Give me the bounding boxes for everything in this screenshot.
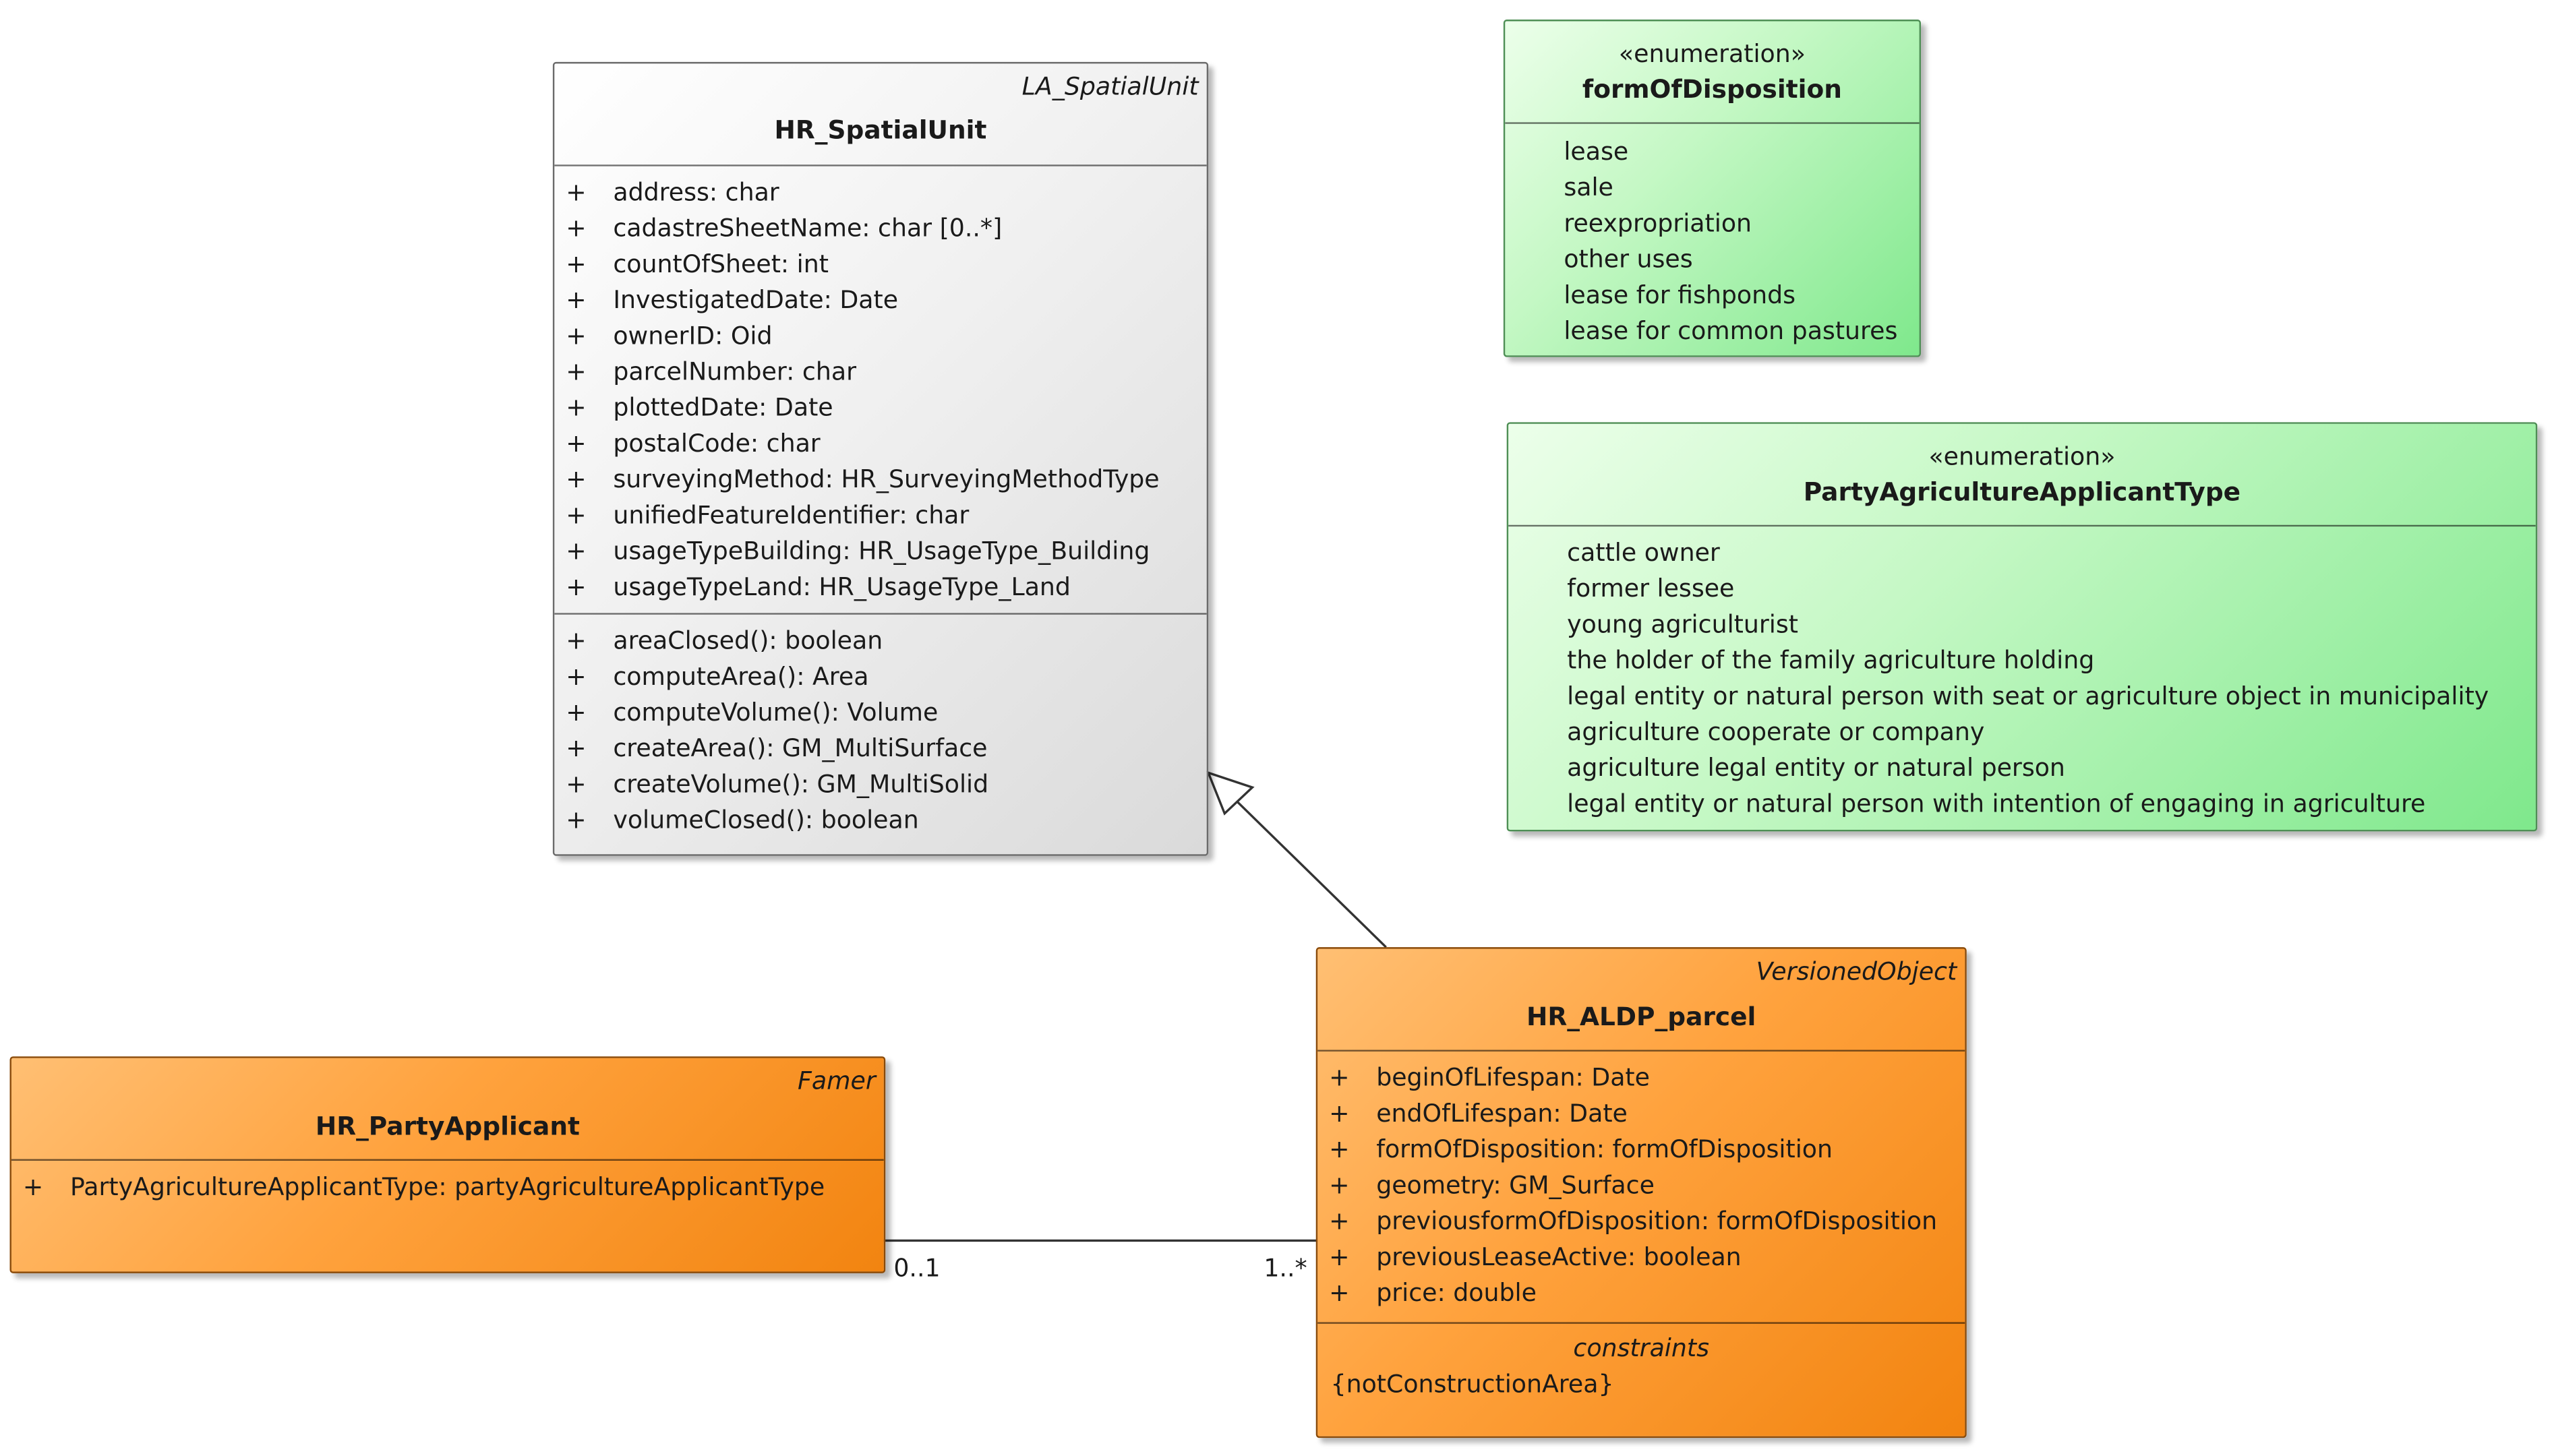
enum-literal[interactable]: sale	[1564, 173, 1613, 202]
enum-literal[interactable]: legal entity or natural person with inte…	[1567, 789, 2426, 819]
enum-literal[interactable]: former lessee	[1567, 574, 1735, 603]
enum-literal[interactable]: other uses	[1564, 244, 1693, 274]
enum-literal[interactable]: legal entity or natural person with seat…	[1567, 681, 2489, 711]
class-hr-partyapplicant[interactable]: Famer HR_PartyApplicant +PartyAgricultur…	[9, 1056, 886, 1273]
parent-class-label: Famer	[798, 1066, 876, 1096]
attributes-compartment: +beginOfLifespan: Date +endOfLifespan: D…	[1329, 1062, 1938, 1308]
literals-compartment: cattle owner former lessee young agricul…	[1508, 526, 2536, 830]
constraints-title: constraints	[1573, 1333, 1710, 1363]
enum-header: «enumeration» formOfDisposition	[1505, 21, 1920, 124]
enum-literal[interactable]: agriculture cooperate or company	[1567, 717, 1985, 747]
generalization-line[interactable]	[1237, 801, 1387, 948]
class-hr-spatialunit[interactable]: LA_SpatialUnit HR_SpatialUnit +address: …	[552, 61, 1209, 856]
multiplicity-target: 1..*	[1264, 1253, 1307, 1283]
class-hr-aldp-parcel[interactable]: VersionedObject HR_ALDP_parcel +beginOfL…	[1315, 947, 1967, 1438]
class-header: VersionedObject HR_ALDP_parcel	[1317, 949, 1965, 1052]
enum-literal[interactable]: young agriculturist	[1567, 609, 1799, 640]
operations-compartment: +areaClosed(): boolean +computeArea(): A…	[554, 613, 1207, 854]
enum-header: «enumeration» PartyAgricultureApplicantT…	[1508, 424, 2536, 527]
enum-literal[interactable]: reexpropriation	[1564, 208, 1752, 239]
enum-literal[interactable]: lease	[1564, 137, 1629, 166]
parent-class-label: LA_SpatialUnit	[1021, 71, 1199, 101]
enum-literal[interactable]: lease for fishponds	[1564, 280, 1796, 310]
generalization-arrowhead	[1206, 770, 1255, 816]
enum-partyagricultureapplicanttype[interactable]: «enumeration» PartyAgricultureApplicantT…	[1506, 422, 2538, 832]
class-header: LA_SpatialUnit HR_SpatialUnit	[554, 63, 1207, 166]
class-name: HR_ALDP_parcel	[1526, 1002, 1756, 1032]
attributes-compartment: +PartyAgricultureApplicantType: partyAgr…	[22, 1172, 825, 1202]
enum-literal[interactable]: agriculture legal entity or natural pers…	[1567, 753, 2065, 783]
constraints-compartment: constraints {notConstructionArea}	[1317, 1322, 1965, 1436]
parent-class-label: VersionedObject	[1756, 957, 1957, 987]
multiplicity-source: 0..1	[893, 1253, 941, 1283]
enum-literal[interactable]: lease for common pastures	[1564, 316, 1898, 346]
enum-name: PartyAgricultureApplicantType	[1803, 477, 2241, 508]
class-name: HR_SpatialUnit	[774, 115, 987, 146]
attributes-compartment: +address: char +cadastreSheetName: char …	[566, 177, 1160, 602]
literals-compartment: lease sale reexpropriation other uses le…	[1505, 124, 1919, 355]
enum-formofdisposition[interactable]: «enumeration» formOfDisposition lease sa…	[1503, 20, 1921, 357]
enum-literal[interactable]: cattle owner	[1567, 538, 1720, 568]
class-header: Famer HR_PartyApplicant	[11, 1058, 884, 1161]
stereotype-label: «enumeration»	[1928, 442, 2116, 471]
enum-name: formOfDisposition	[1582, 75, 1842, 104]
enum-literal[interactable]: the holder of the family agriculture hol…	[1567, 645, 2095, 675]
stereotype-label: «enumeration»	[1618, 39, 1806, 69]
class-name: HR_PartyApplicant	[315, 1112, 580, 1141]
constraint-text[interactable]: {notConstructionArea}	[1330, 1369, 1614, 1399]
